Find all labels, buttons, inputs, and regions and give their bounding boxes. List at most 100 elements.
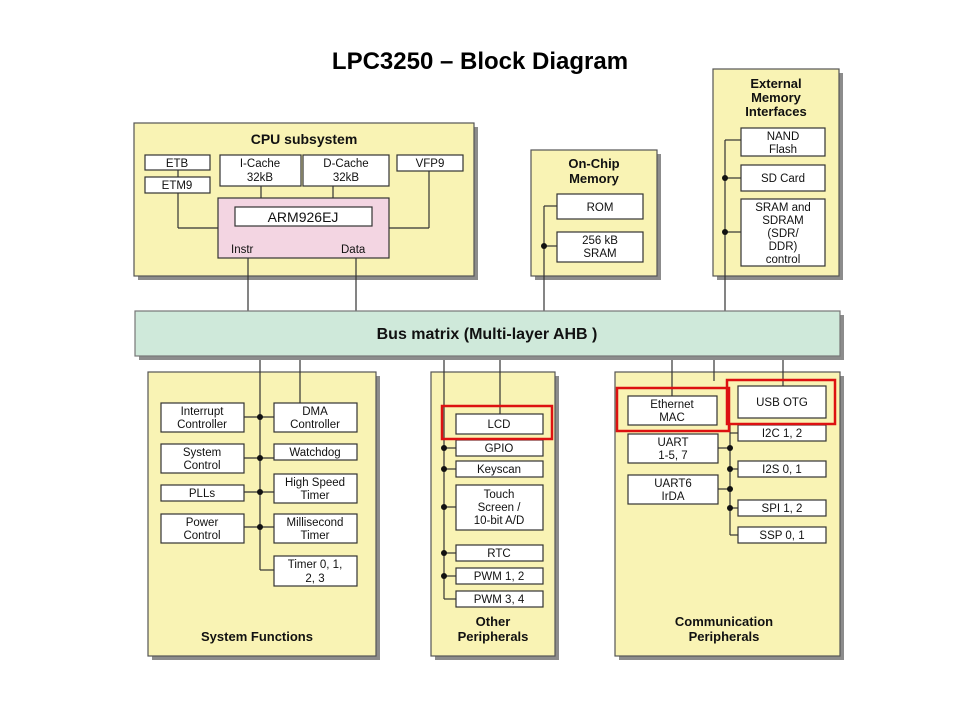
other-peripherals-title-2: Peripherals [458,629,529,644]
svg-text:SD Card: SD Card [761,173,805,185]
connection-lines [177,139,784,600]
plls-block: PLLs [160,484,245,502]
ssp-block: SSP 0, 1 [737,526,827,544]
external-memory-title-3: Interfaces [745,104,806,119]
svg-text:GPIO: GPIO [485,443,514,455]
svg-text:D-Cache: D-Cache [323,158,368,170]
rtc-block: RTC [455,544,544,562]
external-memory-title-1: External [750,76,801,91]
svg-text:DMA: DMA [302,406,328,418]
svg-text:I2C 1, 2: I2C 1, 2 [762,428,802,440]
keyscan-block: Keyscan [455,460,544,478]
system-control-block: System Control [160,443,245,474]
svg-text:VFP9: VFP9 [416,158,445,170]
junction-dots [257,175,733,579]
arm926ej-label: ARM926EJ [268,209,339,225]
svg-text:Millisecond: Millisecond [287,517,344,529]
icache-block: I-Cache 32kB [219,154,302,187]
svg-text:Control: Control [183,460,220,472]
svg-text:Timer 0, 1,: Timer 0, 1, [288,559,343,571]
dcache-block: D-Cache 32kB [302,154,390,187]
svg-text:(SDR/: (SDR/ [767,228,799,240]
pwm34-block: PWM 3, 4 [455,590,544,608]
svg-text:NAND: NAND [767,131,800,143]
svg-text:ROM: ROM [587,202,614,214]
ethernet-mac-block: Ethernet MAC [627,395,718,426]
svg-text:System: System [183,447,221,459]
svg-text:Watchdog: Watchdog [289,447,340,459]
on-chip-memory-title-1: On-Chip [568,156,619,171]
high-speed-timer-block: High Speed Timer [273,473,358,504]
communication-peripherals-title-1: Communication [675,614,773,629]
communication-peripherals-title-2: Peripherals [689,629,760,644]
svg-text:Power: Power [186,517,219,529]
arm926ej-block: ARM926EJ Instr Data [217,197,390,259]
bus-matrix-label: Bus matrix (Multi-layer AHB ) [377,326,598,343]
svg-text:I-Cache: I-Cache [240,158,280,170]
svg-text:Ethernet: Ethernet [650,399,694,411]
ethernet-highlight [615,386,731,433]
svg-text:32kB: 32kB [333,172,360,184]
svg-text:SRAM and: SRAM and [755,202,811,214]
timers-block: Timer 0, 1, 2, 3 [273,555,358,587]
etm9-block: ETM9 [144,176,211,194]
svg-text:PWM 3, 4: PWM 3, 4 [474,594,525,606]
svg-text:Interrupt: Interrupt [181,406,225,418]
svg-text:Touch: Touch [484,489,515,501]
usb-otg-block: USB OTG [737,385,827,419]
svg-text:Controller: Controller [290,419,340,431]
i2s-block: I2S 0, 1 [737,460,827,478]
vfp9-block: VFP9 [396,154,464,172]
svg-text:LCD: LCD [487,419,510,431]
svg-text:USB OTG: USB OTG [756,397,808,409]
svg-text:SSP 0, 1: SSP 0, 1 [759,530,804,542]
usb-otg-highlight [725,378,837,426]
lcd-highlight [440,404,554,441]
svg-text:SPI 1, 2: SPI 1, 2 [762,503,803,515]
svg-text:DDR): DDR) [769,241,798,253]
svg-text:32kB: 32kB [247,172,274,184]
external-memory-title-2: Memory [751,90,802,105]
other-peripherals-title-1: Other [476,614,511,629]
svg-text:Keyscan: Keyscan [477,464,521,476]
svg-text:MAC: MAC [659,412,685,424]
nand-flash-block: NAND Flash [740,127,826,157]
pwm12-block: PWM 1, 2 [455,567,544,585]
svg-text:SRAM: SRAM [583,248,616,260]
svg-text:SDRAM: SDRAM [762,215,804,227]
svg-text:Control: Control [183,530,220,542]
dma-controller-block: DMA Controller [273,402,358,433]
svg-text:RTC: RTC [487,548,510,560]
watchdog-block: Watchdog [273,443,358,461]
svg-text:PWM 1, 2: PWM 1, 2 [474,571,524,583]
svg-text:ETB: ETB [166,158,189,170]
svg-text:Screen /: Screen / [478,502,522,514]
rom-block: ROM [556,193,644,220]
system-functions-title: System Functions [201,629,313,644]
svg-text:256 kB: 256 kB [582,235,618,247]
svg-text:ETM9: ETM9 [162,180,193,192]
sram-sdram-control-block: SRAM and SDRAM (SDR/ DDR) control [740,198,826,267]
uart15-block: UART 1-5, 7 [627,433,719,464]
spi-block: SPI 1, 2 [737,499,827,517]
svg-text:PLLs: PLLs [189,488,215,500]
instr-label: Instr [231,244,254,256]
page-title: LPC3250 – Block Diagram [331,48,629,75]
uart6-irda-block: UART6 IrDA [627,474,719,505]
svg-text:1-5, 7: 1-5, 7 [658,450,687,462]
etb-block: ETB [144,154,211,171]
gpio-block: GPIO [455,439,544,457]
svg-text:Timer: Timer [301,490,330,502]
svg-text:10-bit A/D: 10-bit A/D [474,515,525,527]
data-label: Data [341,244,366,256]
i2c-block: I2C 1, 2 [737,424,827,442]
svg-text:UART6: UART6 [654,478,692,490]
svg-text:Timer: Timer [301,530,330,542]
lcd-block: LCD [455,413,544,435]
millisecond-timer-block: Millisecond Timer [273,513,358,544]
svg-text:IrDA: IrDA [662,491,685,503]
cpu-subsystem-title: CPU subsystem [251,131,358,147]
sd-card-block: SD Card [740,164,826,192]
svg-text:UART: UART [657,437,688,449]
